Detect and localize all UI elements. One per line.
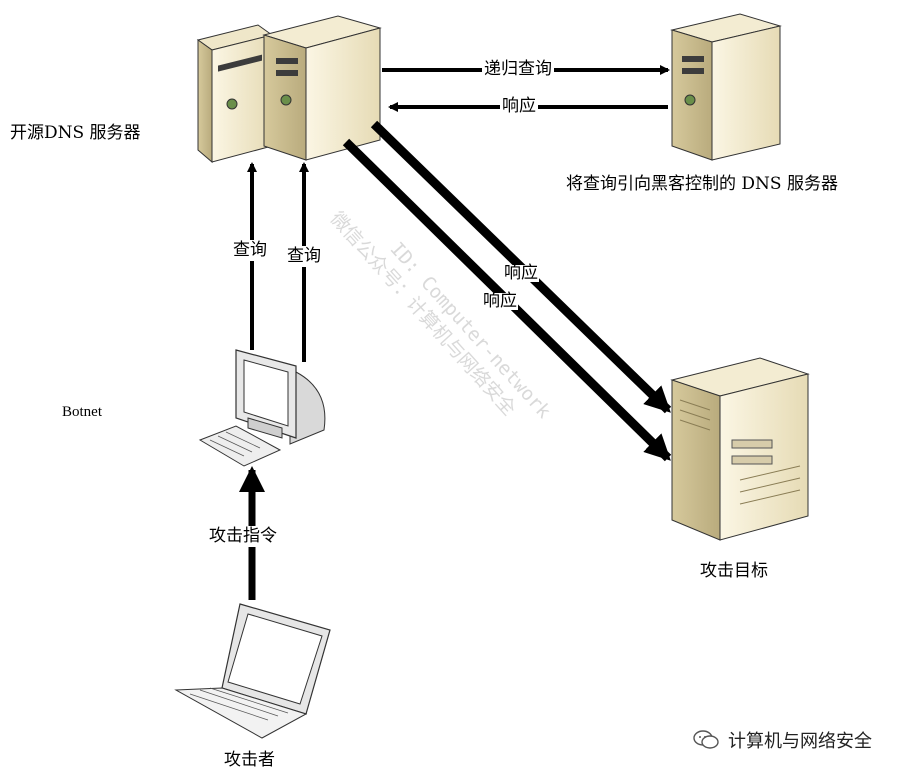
hacker-dns-server-icon — [670, 13, 782, 161]
response-back-label: 响应 — [500, 96, 538, 116]
target-label: 攻击目标 — [700, 561, 768, 581]
attack-response-2-label: 响应 — [482, 291, 518, 311]
open-dns-server-icon — [196, 15, 382, 164]
attacker-laptop-icon — [174, 603, 331, 739]
recursive-query-label: 递归查询 — [482, 59, 554, 79]
footer-brand: 计算机与网络安全 — [692, 727, 872, 753]
botnet-computer-icon — [198, 349, 326, 467]
target-server-icon — [670, 357, 810, 541]
attacker-label: 攻击者 — [224, 750, 275, 770]
footer-brand-text: 计算机与网络安全 — [728, 731, 872, 752]
query-1-label: 查询 — [232, 240, 268, 261]
attack-response-1-label: 响应 — [503, 263, 539, 283]
open-dns-label: 开源DNS 服务器 — [10, 123, 141, 143]
wechat-icon — [693, 730, 719, 749]
query-2-label: 查询 — [286, 246, 322, 267]
attack-command-label: 攻击指令 — [208, 526, 278, 547]
hacker-dns-label: 将查询引向黑客控制的 DNS 服务器 — [566, 174, 838, 194]
botnet-label: Botnet — [62, 404, 102, 420]
